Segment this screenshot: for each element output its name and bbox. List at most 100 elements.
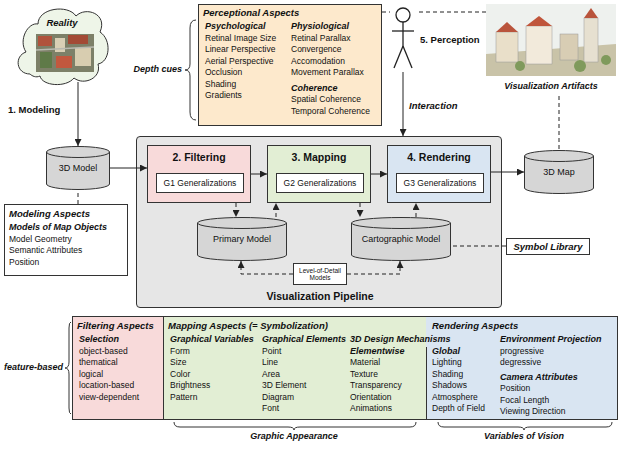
rendering-aspects-panel: Rendering AspectsGlobalLightingShadingSh… [426,316,618,420]
figure-head [396,8,410,22]
node-text: Selection [79,334,119,346]
node-text: Filtering Aspects [77,320,154,332]
picture-building [526,26,552,64]
cylinder-body [352,218,451,261]
text-column: Mapping Aspects (= Symbolization) [168,320,328,332]
text-column: 4. Rendering [388,151,490,164]
picture-roof [496,22,518,32]
node-text: Convergence [291,44,342,56]
photo-roof [68,35,88,44]
text-column: Visualization Artifacts [486,81,616,93]
node-text: Visualization Artifacts [504,81,597,93]
picture-ground [486,44,616,76]
node-text: Reality [46,17,77,29]
text-column: Graphical VariablesFormSizeColorBrightne… [170,334,254,403]
node-text: Temporal Coherence [291,106,370,118]
node-text: Perceptional Aspects [203,7,299,19]
node-text: Graphical Variables [170,334,254,346]
photo-ground [36,34,94,72]
node-text: Diagram [262,392,294,404]
node-text: G3 Generalizations [404,178,477,190]
node-text: thematical [79,357,118,369]
text-column: 3D Model [46,163,110,175]
node-text: Environment Projection [500,334,602,346]
node-text: object-based [79,346,128,358]
figure-arms [392,30,414,31]
picture-building [560,34,578,60]
text-column: G2 Generalizations [277,178,363,190]
node-text: Semantic Attributes [9,245,82,257]
model-cylinder: 3D Model [46,146,110,190]
dashed-connector [347,261,400,274]
picture-sky [486,4,616,76]
photo-tree [40,52,52,68]
filtering-aspects-panel: Filtering AspectsSelectionobject-basedth… [72,316,164,420]
text-column: Graphical ElementsPointLineArea3D Elemen… [262,334,346,415]
text-column: GlobalLightingShadingShadowsAtmosphereDe… [432,346,485,415]
node-text: logical [79,369,103,381]
curly-bracket [65,322,71,414]
flow-arrow [251,174,267,175]
flow-arrow [491,172,524,173]
node-text: Rendering Aspects [432,320,518,332]
node-text: Material [350,357,380,369]
node-text: Elementwise [350,346,405,358]
text-column: 2. Filtering [148,151,250,164]
map-cylinder: 3D Map [524,150,594,194]
picture-roof [526,16,552,26]
text-column: Perceptional Aspects [203,7,299,19]
node-text: Size [170,357,187,369]
stage-box: 4. Rendering G3 Generalizations [387,145,491,203]
bracket-label-holder: Variables of Vision [464,431,584,443]
bracket-label: Variables of Vision [484,431,564,443]
flow-arrow [403,72,404,136]
photo-roof [75,48,91,66]
interaction-label-holder: Interaction [409,100,458,112]
dashed-connector [78,190,79,204]
node-text: Gradients [205,90,242,102]
picture-tree [574,60,586,72]
interaction-label: Interaction [409,100,458,112]
flow-arrow [371,174,387,175]
text-column: 3D Map [524,167,594,179]
text-column: 5. Perception [420,34,480,46]
photo-roof [38,36,52,46]
perception-aspects-box: Perceptional AspectsPsychologicalRetinal… [198,4,382,126]
text-column: Rendering Aspects [432,320,518,332]
cylinder-rim [352,223,451,229]
cloud-outline [12,4,112,88]
node-text: 5. Perception [420,34,480,46]
text-column: 3. Mapping [268,151,370,164]
node-text: Accomodation [291,56,345,68]
node-text: 3. Mapping [292,151,347,164]
modeling-aspects-box: Modeling AspectsModels of Map ObjectsMod… [4,204,128,276]
node-text: Visualization Pipeline [266,290,373,303]
cylinder-rim [525,156,594,162]
dashed-connector [236,203,237,217]
node-text: Camera Attributes [500,372,578,384]
step-label-holder: 1. Modeling [8,104,60,116]
picture-tower [584,18,598,62]
dashed-connector [241,261,293,274]
photo-roof [55,38,65,52]
curly-bracket [185,20,196,120]
node-text: Model Geometry [9,234,72,246]
node-text: Primary Model [213,234,271,246]
text-column: Level-of-Detail Models [295,267,345,282]
mapping-aspects-panel: Mapping Aspects (= Symbolization) Graphic… [164,316,426,420]
node-text: Symbol Library [513,241,582,253]
generalization-box: G1 Generalizations [156,173,244,193]
bracket-label-holder: Graphic Appearance [234,431,354,443]
node-text: Font [262,403,279,415]
bracket-label: feature-based [4,362,63,374]
node-text: Lighting [432,357,462,369]
connectors [78,12,559,274]
node-text: 3D Design Mechanisms [350,334,451,346]
node-text: progressive [500,346,544,358]
text-column: Selectionobject-basedthematicallogicallo… [79,334,139,403]
node-text: Shading [205,79,236,91]
text-column: Models of Map ObjectsModel GeometrySeman… [9,222,107,268]
node-text: Area [262,369,280,381]
node-text: Viewing Direction [500,406,566,418]
